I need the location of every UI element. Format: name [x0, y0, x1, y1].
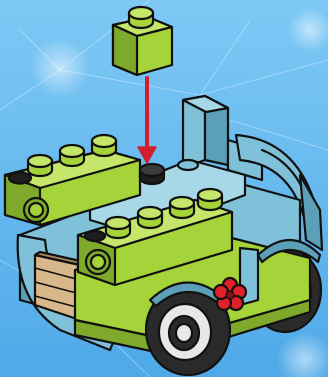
front-brick-black-stud [85, 231, 105, 241]
background-glow-1 [30, 38, 90, 98]
